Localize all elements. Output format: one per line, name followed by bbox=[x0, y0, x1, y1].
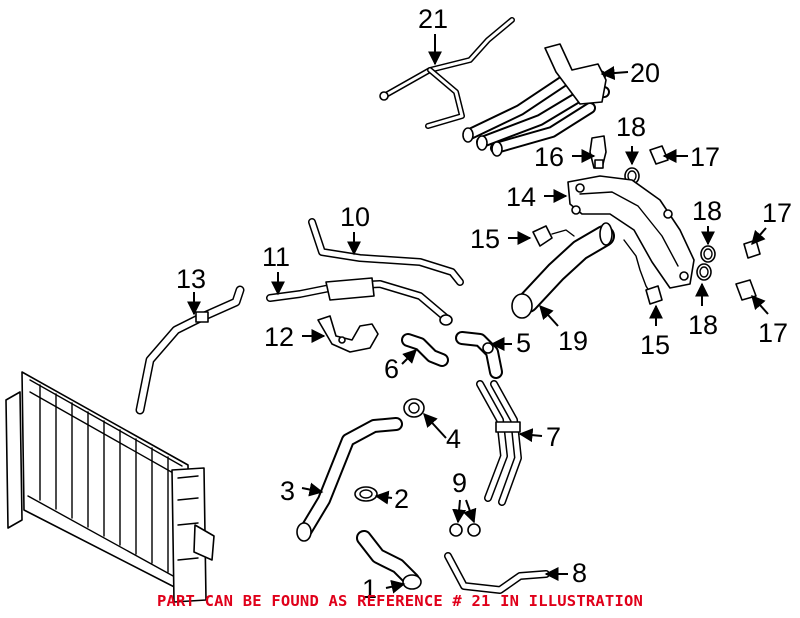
callout-18a: 18 bbox=[616, 112, 646, 142]
part-20-manifold bbox=[462, 43, 610, 157]
callout-19: 19 bbox=[558, 326, 588, 356]
callout-11: 11 bbox=[262, 242, 290, 272]
leader-17b bbox=[751, 227, 767, 246]
callout-2: 2 bbox=[394, 484, 409, 514]
callout-15a: 15 bbox=[470, 224, 500, 254]
callout-leaders bbox=[187, 34, 769, 594]
leader-17c bbox=[751, 294, 769, 315]
part-7-pipe bbox=[476, 380, 522, 506]
part-12-bracket bbox=[317, 315, 379, 353]
leader-20 bbox=[600, 66, 629, 81]
callout-21: 21 bbox=[418, 4, 448, 34]
part-6-hose bbox=[401, 333, 449, 367]
part-16-sensor bbox=[589, 135, 607, 169]
leader-9b bbox=[463, 499, 477, 524]
part-19-hose bbox=[511, 222, 615, 319]
reference-note: PART CAN BE FOUND AS REFERENCE # 21 IN I… bbox=[156, 592, 644, 610]
leader-3 bbox=[301, 482, 324, 497]
part-1-hose bbox=[356, 530, 422, 590]
leader-19 bbox=[539, 304, 559, 327]
callout-1: 1 bbox=[362, 574, 377, 604]
callout-numbers: 1 2 3 4 5 6 7 8 9 10 11 12 13 14 15 15 1… bbox=[176, 4, 792, 604]
callout-6: 6 bbox=[384, 354, 399, 384]
part-14-housing bbox=[567, 175, 695, 289]
callout-9: 9 bbox=[452, 468, 467, 498]
leader-2 bbox=[374, 490, 393, 505]
part-15-sensors bbox=[532, 225, 663, 305]
part-5-hose bbox=[455, 331, 503, 379]
callout-15b: 15 bbox=[640, 330, 670, 360]
callout-17c: 17 bbox=[758, 318, 788, 348]
part-4-clamp bbox=[403, 398, 425, 418]
part-9-clamps bbox=[449, 523, 481, 537]
callout-12: 12 bbox=[264, 322, 294, 352]
callout-18c: 18 bbox=[688, 310, 718, 340]
part-2-clamp bbox=[354, 486, 378, 502]
callout-16: 16 bbox=[534, 142, 564, 172]
part-8-pipe bbox=[444, 552, 550, 594]
part-10-hose bbox=[308, 218, 464, 286]
callout-13: 13 bbox=[176, 264, 206, 294]
leader-7 bbox=[518, 428, 543, 443]
callout-20: 20 bbox=[630, 58, 660, 88]
callout-17b: 17 bbox=[762, 198, 792, 228]
callout-5: 5 bbox=[516, 328, 531, 358]
part-3-hose bbox=[296, 417, 403, 542]
callout-4: 4 bbox=[446, 424, 461, 454]
callout-10: 10 bbox=[340, 202, 370, 232]
callout-18b: 18 bbox=[692, 196, 722, 226]
part-13-hose bbox=[135, 285, 245, 415]
callout-14: 14 bbox=[506, 182, 536, 212]
leader-1 bbox=[385, 579, 406, 594]
leader-4 bbox=[423, 412, 447, 439]
callout-8: 8 bbox=[572, 558, 587, 588]
part-11-hose bbox=[266, 277, 453, 326]
callout-3: 3 bbox=[280, 476, 295, 506]
radiator bbox=[5, 371, 215, 603]
callout-7: 7 bbox=[546, 422, 561, 452]
callout-17a: 17 bbox=[690, 142, 720, 172]
leader-6 bbox=[401, 349, 417, 365]
leader-9a bbox=[452, 499, 467, 524]
part-21-tube bbox=[379, 17, 515, 129]
